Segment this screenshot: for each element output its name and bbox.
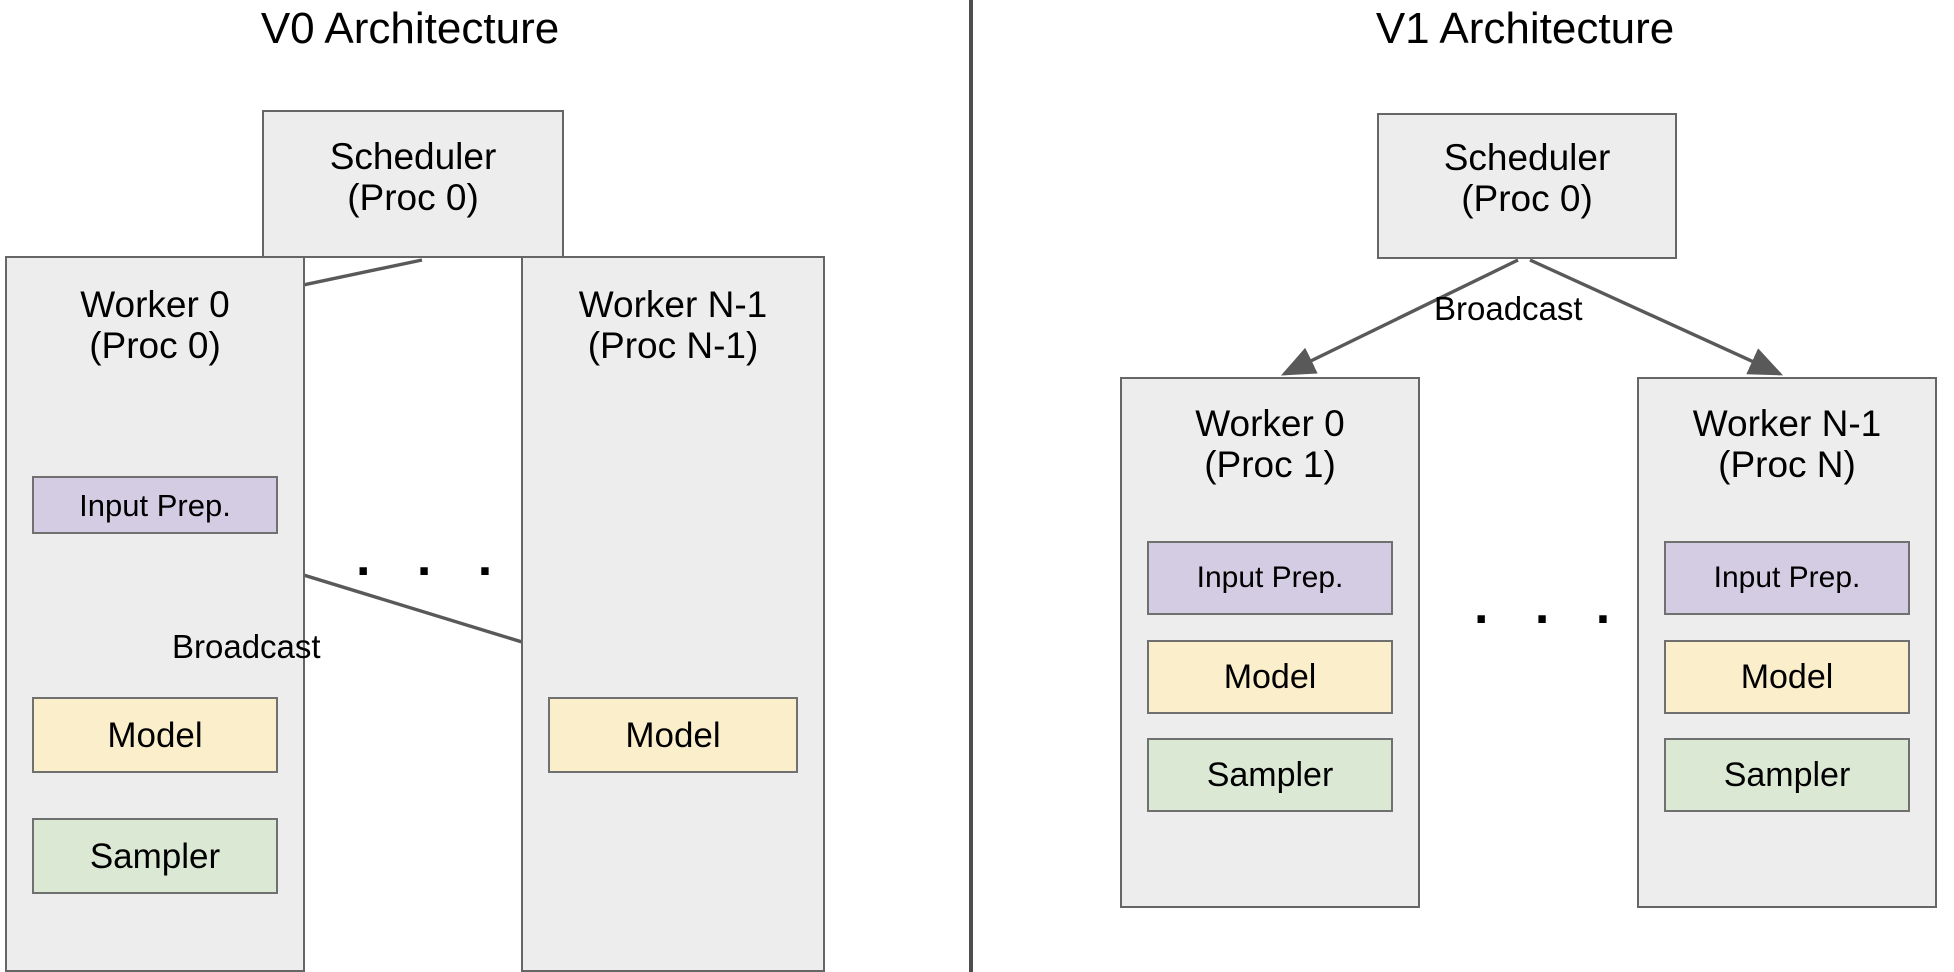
v1-worker-n-1-input-prep[interactable]: Input Prep. <box>1664 541 1910 615</box>
v0-worker-0-label: Worker 0 (Proc 0) <box>80 284 230 367</box>
v0-worker-0-input-prep-label: Input Prep. <box>79 487 231 523</box>
v1-worker-0-sampler-label: Sampler <box>1206 756 1334 794</box>
v1-worker-n-1-model-label: Model <box>1740 658 1834 696</box>
v0-worker-0-sampler[interactable]: Sampler <box>32 818 278 894</box>
v1-ellipsis: . . . <box>1474 577 1627 635</box>
v1-worker-0-model[interactable]: Model <box>1147 640 1393 714</box>
v1-worker-n-1-input-prep-label: Input Prep. <box>1713 561 1861 594</box>
v0-worker-0-input-prep[interactable]: Input Prep. <box>32 476 278 534</box>
v1-worker-n-1-label: Worker N-1 (Proc N) <box>1692 403 1882 486</box>
v1-scheduler-label: Scheduler (Proc 0) <box>1443 137 1611 220</box>
v1-broadcast-label: Broadcast <box>1434 290 1583 327</box>
v1-worker-n-1-sampler-label: Sampler <box>1723 756 1851 794</box>
panel-title-v1: V1 Architecture <box>1375 4 1675 53</box>
v1-worker-0-input-prep-label: Input Prep. <box>1196 561 1344 594</box>
panel-title-v0: V0 Architecture <box>260 4 560 53</box>
v1-worker-n-1-sampler[interactable]: Sampler <box>1664 738 1910 812</box>
v0-worker-n-1-model[interactable]: Model <box>548 697 798 773</box>
v0-ellipsis: . . . <box>356 529 509 587</box>
v0-broadcast-label: Broadcast <box>172 628 321 665</box>
v1-worker-0-sampler[interactable]: Sampler <box>1147 738 1393 812</box>
v1-worker-n-1-model[interactable]: Model <box>1664 640 1910 714</box>
panel-divider <box>969 0 973 972</box>
v0-worker-0-sampler-label: Sampler <box>89 836 221 876</box>
v0-worker-n-1-box[interactable]: Worker N-1 (Proc N-1) <box>521 256 825 972</box>
v1-worker-0-input-prep[interactable]: Input Prep. <box>1147 541 1393 615</box>
v0-scheduler-box[interactable]: Scheduler (Proc 0) <box>262 110 564 258</box>
v0-worker-n-1-model-label: Model <box>625 715 721 755</box>
v1-scheduler-box[interactable]: Scheduler (Proc 0) <box>1377 113 1677 259</box>
v0-worker-n-1-label: Worker N-1 (Proc N-1) <box>578 284 768 367</box>
v0-worker-0-model[interactable]: Model <box>32 697 278 773</box>
v1-worker-0-label: Worker 0 (Proc 1) <box>1195 403 1345 486</box>
v0-worker-0-model-label: Model <box>107 715 203 755</box>
v0-scheduler-label: Scheduler (Proc 0) <box>329 136 497 219</box>
v1-worker-0-model-label: Model <box>1223 658 1317 696</box>
